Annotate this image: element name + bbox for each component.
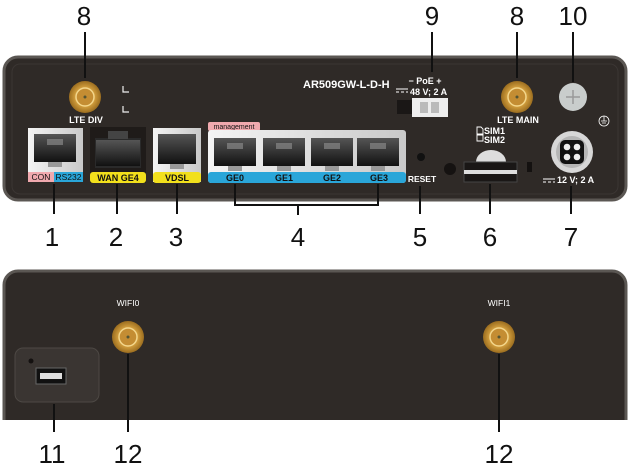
wifi1-antenna-connector [482,320,516,354]
callout-8-lte-div: 8 [77,1,91,31]
callout-9-poe: 9 [425,1,439,31]
wifi1-label: WIFI1 [488,298,511,308]
callout-10-ground: 10 [559,1,588,31]
wan-ge4-port: WAN GE4 [90,127,146,183]
callout-11-usb: 11 [39,439,66,469]
reset-label: RESET [408,174,437,184]
usb-port[interactable] [14,347,100,403]
console-port: CON RS232 [28,128,83,182]
power-connector [551,131,593,173]
poe-label: − PoE + [408,76,441,86]
callout-12-wifi0: 12 [114,439,143,469]
callout-8-lte-main: 8 [510,1,524,31]
indicator-hole [444,163,456,175]
sim2-label: SIM2 [484,135,505,145]
poe-rating: 48 V; 2 A [410,87,448,97]
sim-indicator [527,162,532,172]
reset-button[interactable] [417,153,425,161]
callout-2-wan: 2 [109,222,123,252]
wifi0-label: WIFI0 [117,298,140,308]
poe-connector [397,98,448,117]
callout-12-wifi1: 12 [485,439,514,469]
callout-6-sim: 6 [483,222,497,252]
dc-symbol-icon [396,88,408,93]
callout-3-vdsl: 3 [169,222,183,252]
callout-4-ge-ports: 4 [291,222,305,252]
wifi0-antenna-connector [111,320,145,354]
lte-div-label: LTE DIV [69,115,103,125]
callout-7-power: 7 [564,222,578,252]
wan-label: WAN GE4 [97,173,139,183]
callout-1-console: 1 [45,222,59,252]
sim-card-slot[interactable] [463,150,518,183]
dc-symbol-icon [543,178,555,183]
power-rating: 12 V; 2 A [557,175,595,185]
ge1-label: GE1 [275,173,293,183]
rear-panel [2,269,628,420]
ge0-label: GE0 [226,173,244,183]
rs232-label: RS232 [56,172,82,182]
lte-div-antenna-connector [68,80,102,114]
sim1-label: SIM1 [484,126,505,136]
lte-main-label: LTE MAIN [497,115,539,125]
lte-main-antenna-connector [500,80,534,114]
sim-card-icon [476,126,484,142]
ge3-label: GE3 [370,173,388,183]
ground-icon [598,115,610,127]
management-label: management [214,124,255,131]
ground-screw [559,83,587,111]
vdsl-port: VDSL [153,128,201,183]
led-indicator-icon [122,86,129,113]
con-label: CON [32,172,51,182]
ge2-label: GE2 [323,173,341,183]
vdsl-label: VDSL [165,173,190,183]
callout-5-reset: 5 [413,222,427,252]
ge-switch-ports: management GE0 GE1 GE2 GE3 [208,122,406,183]
model-name: AR509GW-L-D-H [303,79,390,91]
